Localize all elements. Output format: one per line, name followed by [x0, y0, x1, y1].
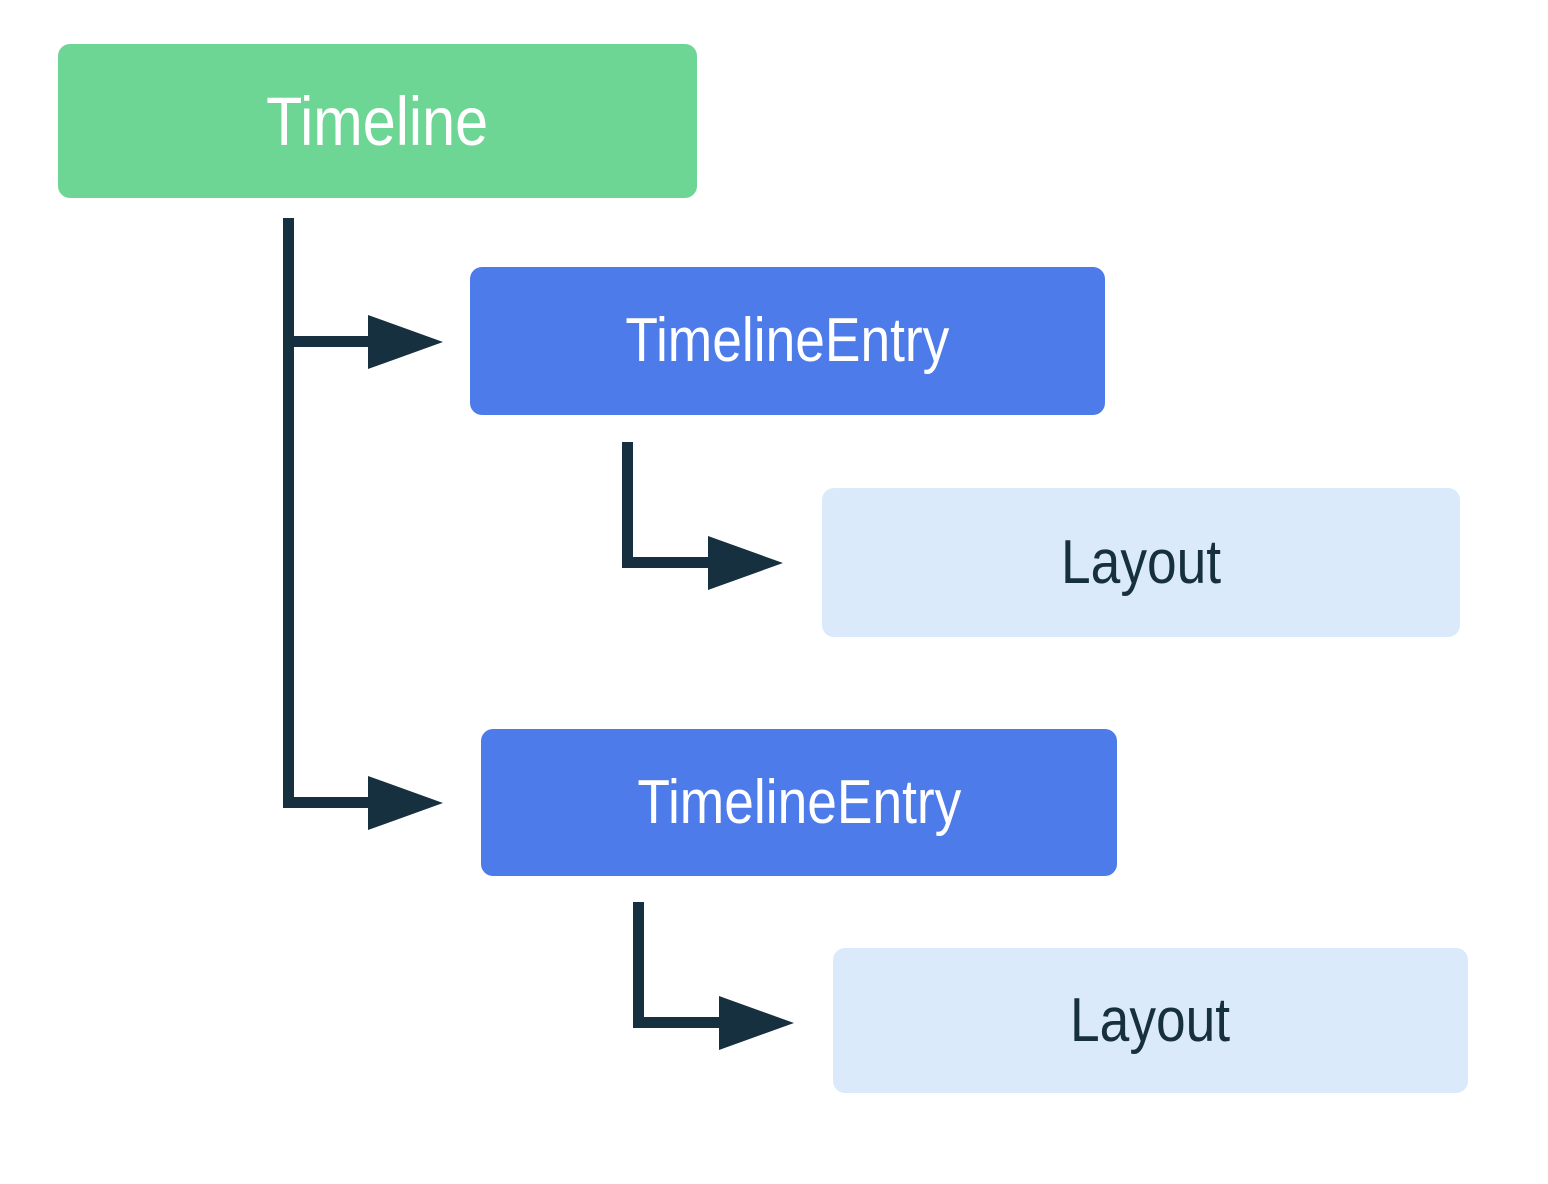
- connector-entry2-vertical: [633, 902, 644, 1028]
- connector-branch-1-horizontal: [283, 336, 370, 347]
- node-layout-1-label: Layout: [1060, 527, 1222, 597]
- node-layout-1[interactable]: Layout: [822, 488, 1460, 637]
- connector-entry1-vertical: [622, 442, 633, 568]
- node-timeline-entry-2[interactable]: TimelineEntry: [481, 729, 1117, 876]
- node-layout-2[interactable]: Layout: [833, 948, 1468, 1093]
- connector-branch-2-horizontal: [283, 797, 370, 808]
- node-timeline-label: Timeline: [266, 82, 489, 160]
- edge-entry-1-to-layout-1: [622, 442, 783, 590]
- node-timeline-entry-1-label: TimelineEntry: [625, 306, 950, 375]
- arrowhead-to-layout-1: [708, 536, 783, 590]
- connector-entry2-horizontal: [633, 1017, 721, 1028]
- edge-entry-2-to-layout-2: [633, 902, 794, 1050]
- arrowhead-to-timeline-entry-1: [368, 315, 443, 369]
- node-timeline-entry-2-label: TimelineEntry: [637, 767, 961, 837]
- arrowhead-to-layout-2: [719, 996, 794, 1050]
- node-layout-2-label: Layout: [1070, 985, 1231, 1055]
- connector-entry1-horizontal: [622, 557, 710, 568]
- node-timeline[interactable]: Timeline: [58, 44, 697, 198]
- node-timeline-entry-1[interactable]: TimelineEntry: [470, 267, 1105, 415]
- edge-timeline-to-entries: [283, 218, 443, 830]
- arrowhead-to-timeline-entry-2: [368, 776, 443, 830]
- connector-trunk-vertical: [283, 218, 294, 808]
